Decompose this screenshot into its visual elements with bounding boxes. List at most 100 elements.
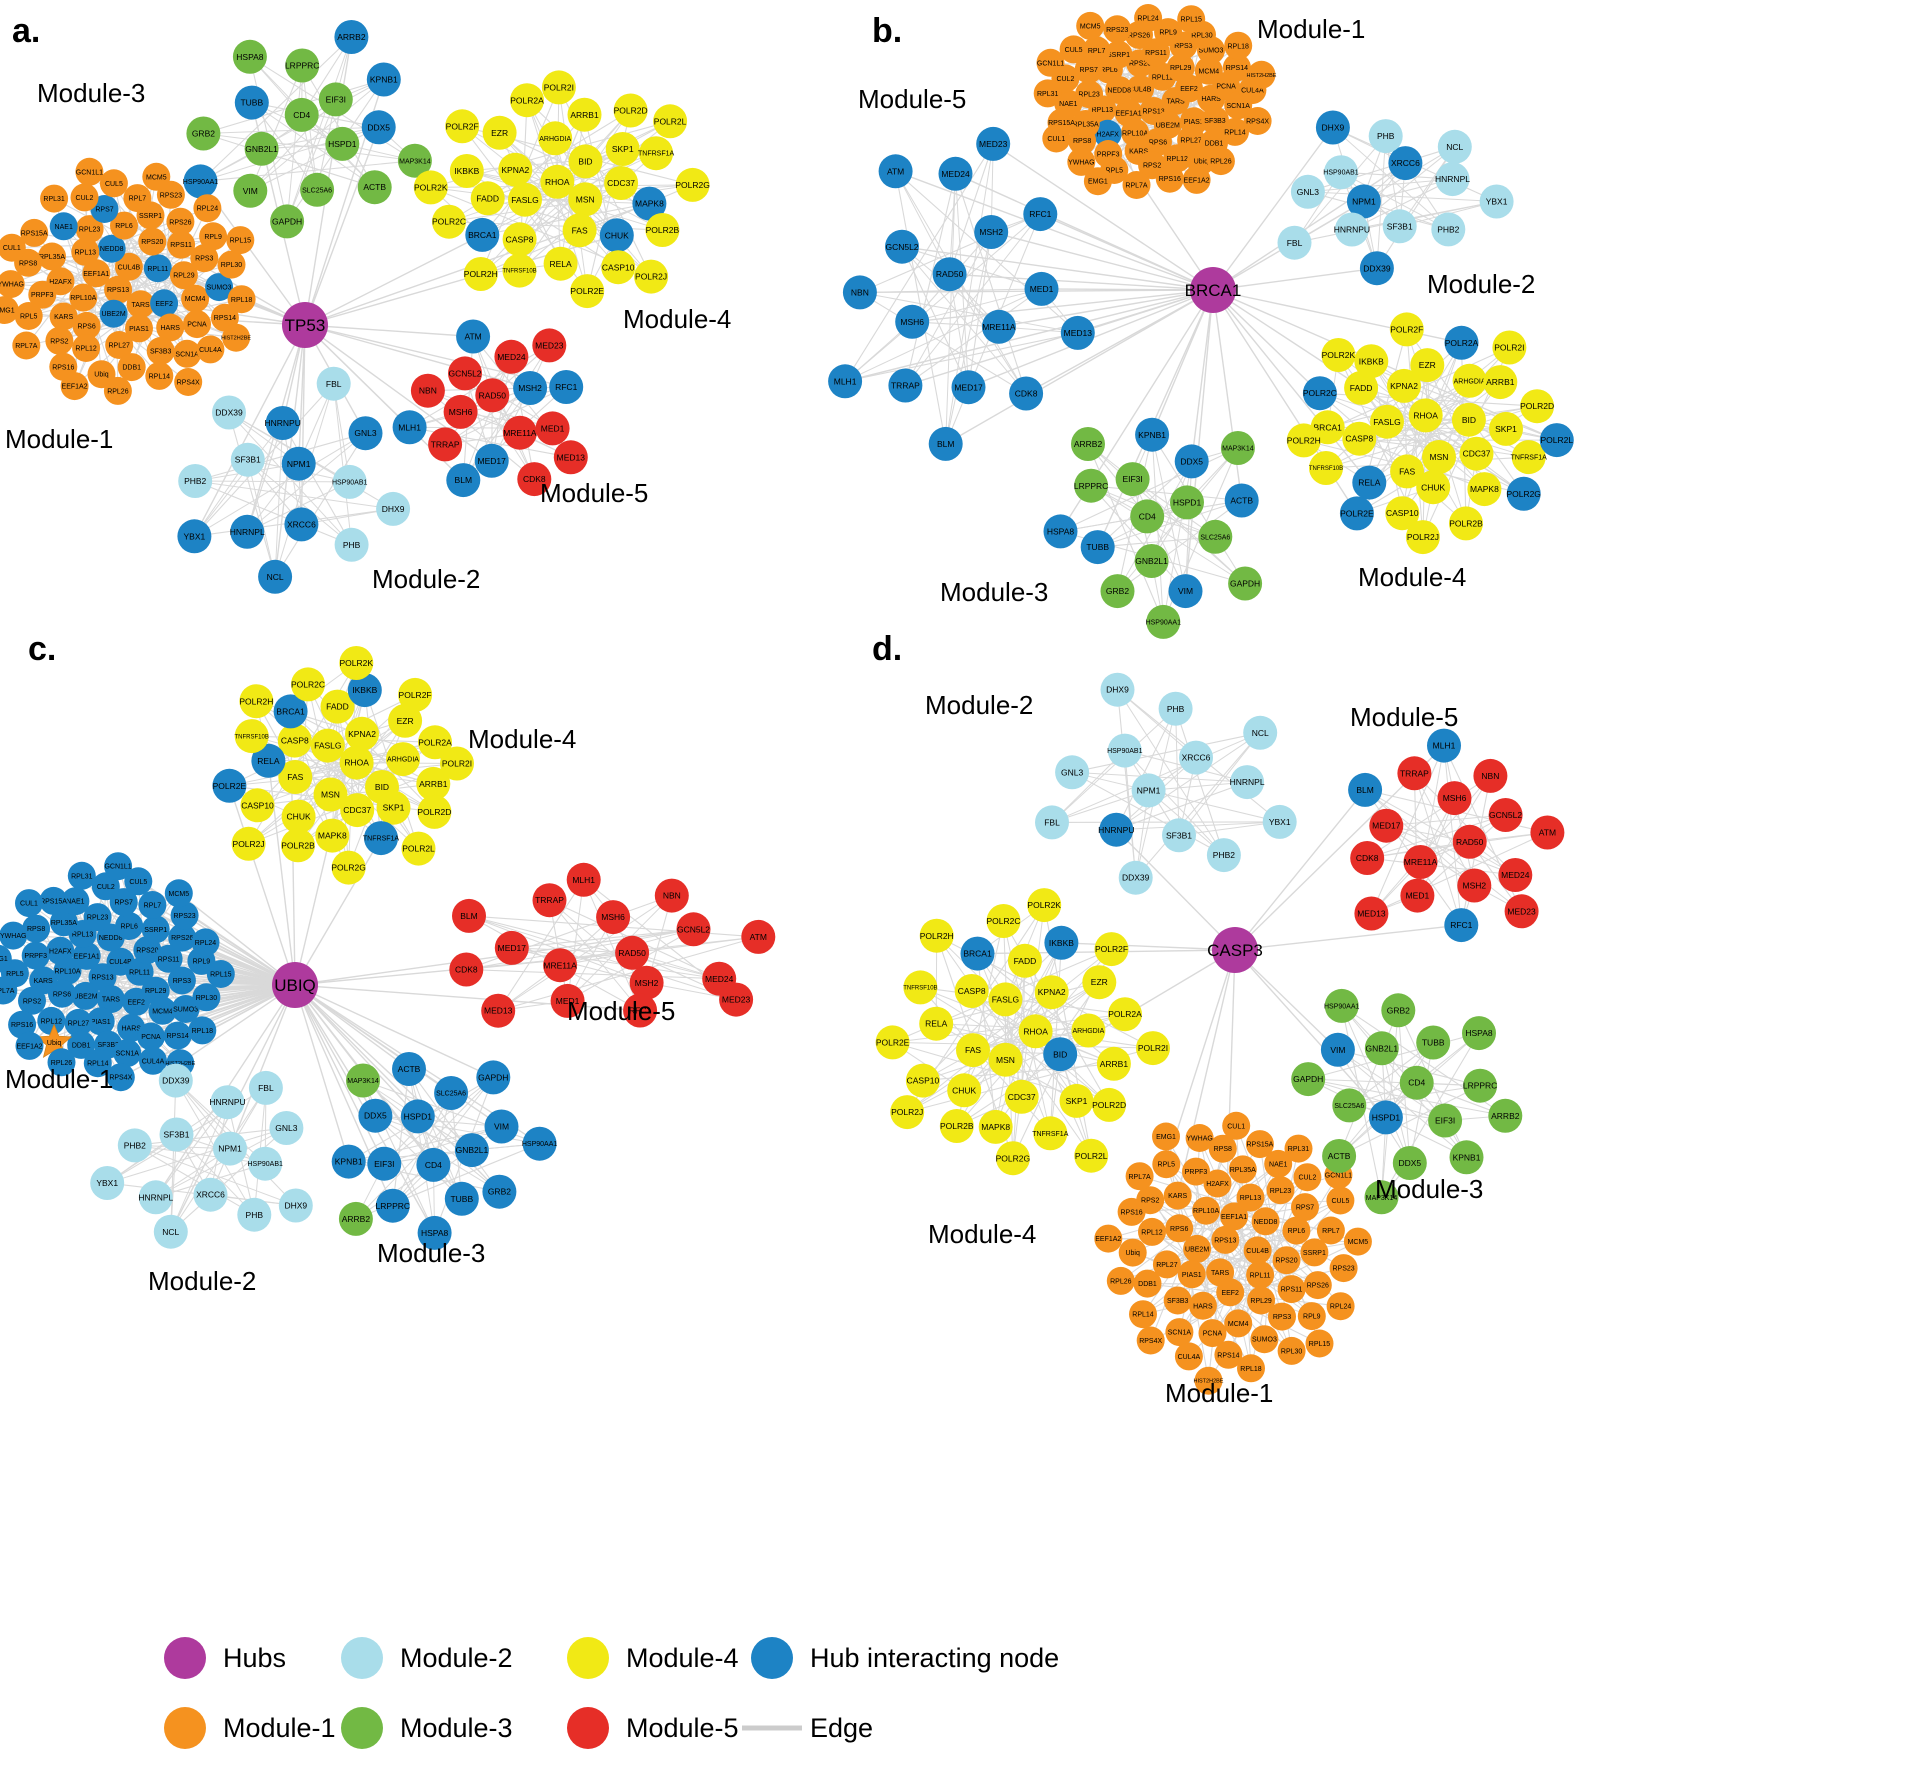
network-node[interactable]: RPL9 <box>199 222 228 251</box>
network-node[interactable]: RHOA <box>1408 398 1443 433</box>
network-node[interactable]: POLR2C <box>432 204 466 239</box>
network-node[interactable]: RPL6 <box>1282 1216 1311 1245</box>
network-node[interactable]: MED1 <box>1024 271 1059 306</box>
network-node[interactable]: TUBB <box>1080 530 1115 565</box>
network-node[interactable]: POLR2J <box>231 826 266 861</box>
network-node[interactable]: RPS26 <box>1303 1271 1332 1300</box>
network-node[interactable]: RPL5 <box>14 302 43 330</box>
network-node[interactable]: GNB2L1 <box>454 1133 489 1168</box>
network-node[interactable]: POLR2G <box>1506 476 1541 511</box>
network-node[interactable]: RPS2 <box>18 986 46 1015</box>
network-node[interactable]: GAPDH <box>1228 566 1263 601</box>
network-node[interactable]: GCN5L2 <box>885 229 919 264</box>
network-node[interactable]: BLM <box>928 426 963 461</box>
network-node[interactable]: FASLG <box>310 728 345 763</box>
network-node[interactable]: TRRAP <box>532 883 567 918</box>
network-node[interactable]: HNRNPU <box>1334 212 1370 247</box>
network-node[interactable]: MED1 <box>1400 878 1435 913</box>
network-node[interactable]: RPS11 <box>167 230 196 259</box>
network-node[interactable]: RPS11 <box>154 944 183 973</box>
network-node[interactable]: RPL15 <box>226 226 255 255</box>
network-node[interactable]: FASLG <box>1370 404 1404 439</box>
network-node[interactable]: RPS15A <box>20 218 49 247</box>
network-node[interactable]: GNL3 <box>348 416 383 451</box>
network-node[interactable]: HNRNPL <box>1230 765 1265 800</box>
network-node[interactable]: ARRB2 <box>1071 427 1105 461</box>
network-node[interactable]: MCM4 <box>181 284 210 313</box>
network-node[interactable]: HSPA8 <box>1043 514 1078 549</box>
network-node[interactable]: MCM4 <box>148 996 177 1025</box>
network-node[interactable]: ARRB1 <box>567 97 602 132</box>
network-node[interactable]: SKP1 <box>605 132 640 166</box>
network-node[interactable]: CASP8 <box>1342 421 1377 456</box>
network-node[interactable]: UBE2M <box>71 981 100 1010</box>
network-node[interactable]: H2AFX <box>46 936 75 965</box>
hub-node[interactable]: CASP3 <box>1207 927 1263 973</box>
network-node[interactable]: FASLG <box>988 982 1023 1017</box>
network-node[interactable]: MED13 <box>1354 896 1389 931</box>
network-node[interactable]: MLH1 <box>392 410 427 445</box>
network-node[interactable]: EIF3I <box>1115 462 1150 497</box>
network-node[interactable]: EEF1A2 <box>15 1031 44 1060</box>
network-node[interactable]: H2AFX <box>1203 1169 1232 1198</box>
network-node[interactable]: FAS <box>956 1033 990 1068</box>
network-node[interactable]: POLR2I <box>541 70 576 105</box>
network-node[interactable]: HSPD1 <box>1170 485 1204 520</box>
network-node[interactable]: POLR2L <box>653 104 688 139</box>
network-node[interactable]: CASP8 <box>954 974 989 1008</box>
network-node[interactable]: GRB2 <box>1381 993 1416 1028</box>
network-node[interactable]: RPL15 <box>206 960 235 988</box>
network-node[interactable]: MSH6 <box>895 304 930 339</box>
network-node[interactable]: POLR2B <box>1449 506 1483 541</box>
network-node[interactable]: POLR2F <box>1389 312 1424 347</box>
network-node[interactable]: CUL4B <box>1126 74 1155 103</box>
network-node[interactable]: SUMO3 <box>171 995 200 1023</box>
network-node[interactable]: GCN5L2 <box>1488 798 1523 832</box>
network-node[interactable]: POLR2A <box>418 725 452 760</box>
network-node[interactable]: RPL30 <box>217 250 246 279</box>
network-node[interactable]: SCN1A <box>1165 1318 1194 1347</box>
network-node[interactable]: DDB1 <box>117 353 146 382</box>
network-node[interactable]: GCN1L1 <box>104 852 133 881</box>
network-node[interactable]: POLR2D <box>1092 1087 1126 1122</box>
network-node[interactable]: RPS6 <box>1165 1214 1194 1243</box>
network-node[interactable]: CD4 <box>1399 1065 1434 1100</box>
network-node[interactable]: POLR2E <box>570 274 604 309</box>
network-node[interactable]: RPL30 <box>1277 1336 1306 1365</box>
network-node[interactable]: PCNA <box>1198 1319 1227 1348</box>
network-node[interactable]: CUL1 <box>1222 1111 1251 1140</box>
network-node[interactable]: RPS4X <box>174 368 203 396</box>
network-node[interactable]: RPS23 <box>1103 15 1132 44</box>
network-node[interactable]: DHX9 <box>278 1188 313 1223</box>
network-node[interactable]: RPL12 <box>37 1006 66 1035</box>
network-node[interactable]: RPS4X <box>1243 107 1272 135</box>
network-node[interactable]: RPL24 <box>1134 4 1163 32</box>
network-node[interactable]: RPL18 <box>1237 1354 1265 1383</box>
network-node[interactable]: CDC37 <box>340 793 375 828</box>
network-node[interactable]: MSN <box>988 1042 1023 1077</box>
network-node[interactable]: POLR2E <box>875 1025 910 1060</box>
network-node[interactable]: POLR2J <box>1405 520 1440 555</box>
network-node[interactable]: MED23 <box>976 126 1011 161</box>
network-node[interactable]: POLR2A <box>1108 997 1142 1032</box>
network-node[interactable]: RFC1 <box>1023 197 1058 232</box>
network-node[interactable]: RPL7A <box>0 976 18 1005</box>
network-node[interactable]: RPL26 <box>1106 1266 1135 1295</box>
network-node[interactable]: RELA <box>543 246 578 281</box>
network-node[interactable]: POLR2G <box>331 850 366 885</box>
network-node[interactable]: ATM <box>1530 815 1565 850</box>
network-node[interactable]: RPL12 <box>72 334 101 362</box>
network-node[interactable]: RPL31 <box>1284 1134 1313 1163</box>
network-node[interactable]: POLR2B <box>939 1109 974 1143</box>
network-node[interactable]: EIF3I <box>367 1146 402 1181</box>
network-node[interactable]: CUL2 <box>70 183 99 212</box>
hub-node[interactable]: TP53 <box>282 302 328 348</box>
network-node[interactable]: POLR2K <box>413 170 448 205</box>
network-node[interactable]: CASP10 <box>905 1063 940 1098</box>
network-node[interactable]: MED13 <box>553 440 588 475</box>
network-node[interactable]: FADD <box>320 689 355 724</box>
network-node[interactable]: HNRNPU <box>1098 812 1134 847</box>
network-node[interactable]: FBL <box>248 1070 283 1105</box>
network-node[interactable]: MRE11A <box>502 415 537 450</box>
network-node[interactable]: RFC1 <box>549 370 584 404</box>
